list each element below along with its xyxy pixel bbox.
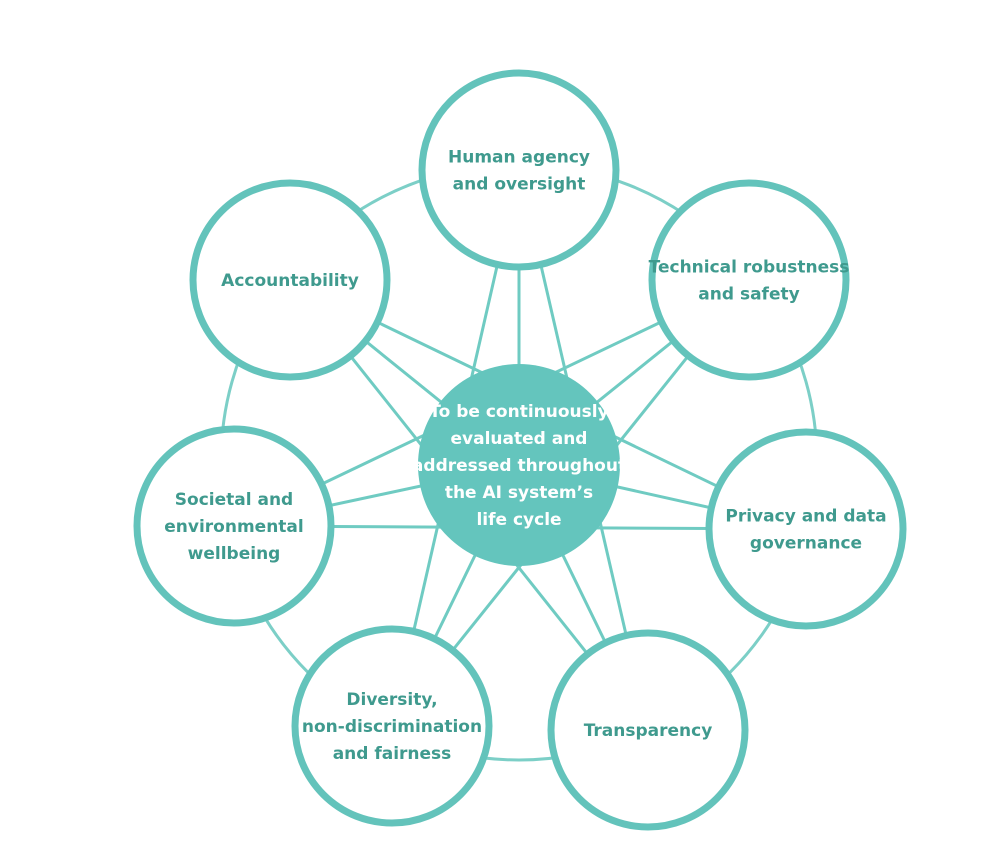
center-label-line: evaluated and [451,429,588,449]
node-human-agency: Human agency and oversight [418,69,620,271]
node-circle-technical-robustness [648,179,850,381]
node-label-line: and safety [698,285,799,305]
node-privacy: Privacy and data governance [705,428,907,630]
node-label-diversity: Diversity, non-discrimination and fairness [302,690,482,764]
node-societal: Societal and environmental wellbeing [133,425,335,627]
node-label-technical-robustness: Technical robustness and safety [649,258,850,305]
center-label-line: the AI system’s [445,483,593,503]
center-circle [418,364,620,566]
node-label-line: Societal and [175,490,293,510]
node-label-societal: Societal and environmental wellbeing [164,490,303,564]
node-label-human-agency: Human agency and oversight [448,148,590,195]
node-circle-societal [133,425,335,627]
node-label-accountability: Accountability [221,271,359,291]
center-label-line: life cycle [476,510,561,530]
node-accountability: Accountability [189,179,391,381]
node-circle-transparency [547,629,749,831]
node-label-line: Accountability [221,271,359,291]
node-label-line: Transparency [584,721,713,741]
node-label-line: Diversity, [346,690,437,710]
node-label-line: non-discrimination [302,717,482,737]
node-label-line: and fairness [333,744,452,764]
node-label-line: Technical robustness [649,258,850,278]
node-label-transparency: Transparency [584,721,713,741]
node-label-line: Human agency [448,148,590,168]
node-technical-robustness: Technical robustness and safety [648,179,850,381]
node-circle-diversity [291,625,493,827]
node-label-line: Privacy and data [725,507,886,527]
center-label-line: addressed throughout [412,456,626,476]
node-transparency: Transparency [547,629,749,831]
center-label: To be continuously evaluated and addressed… [412,402,626,530]
node-circle-accountability [189,179,391,381]
node-circle-human-agency [418,69,620,271]
node-circle-privacy [705,428,907,630]
node-diversity: Diversity, non-discrimination and fairness [291,625,493,827]
node-label-line: environmental [164,517,303,537]
node-label-line: governance [750,534,862,554]
center-hub: To be continuously evaluated and addressed… [412,364,626,566]
center-label-line: To be continuously [429,402,608,422]
node-label-line: and oversight [453,175,586,195]
node-label-line: wellbeing [188,544,281,564]
node-label-privacy: Privacy and data governance [725,507,886,554]
